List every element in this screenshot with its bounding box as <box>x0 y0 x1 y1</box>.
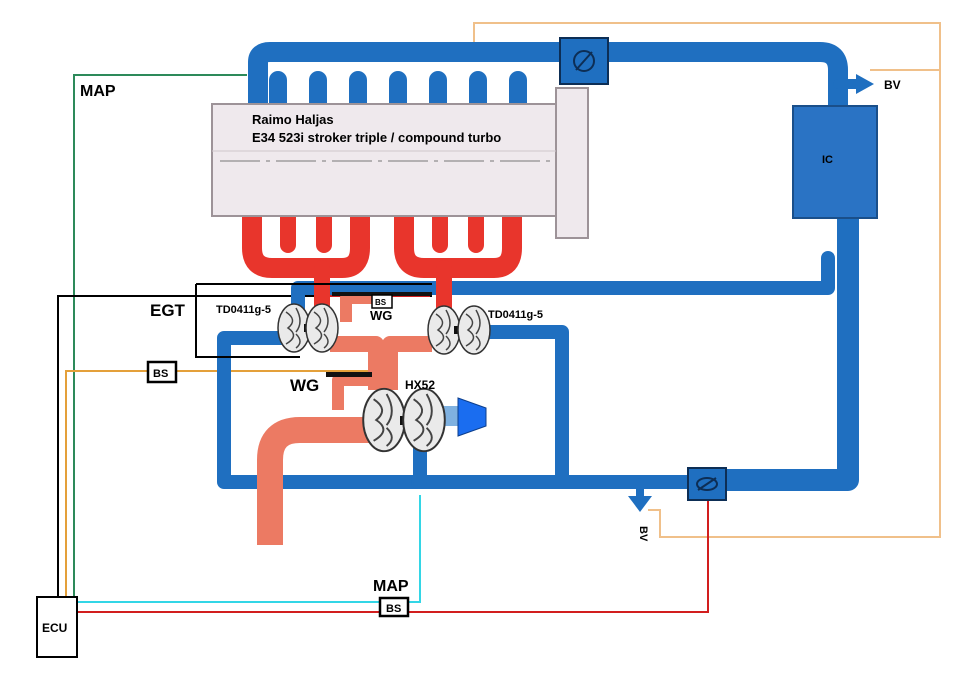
intake-piping <box>217 42 863 500</box>
bypass-valve-box <box>687 467 727 501</box>
turbo-left-turbine <box>305 303 339 353</box>
engine-block: Raimo Haljas E34 523i stroker triple / c… <box>211 87 589 239</box>
exhaust-warm-piping <box>257 292 432 545</box>
bv-bottom-label: BV <box>637 526 649 542</box>
ecu: ECU <box>36 596 78 658</box>
boost-solenoid-bottom-box <box>378 596 410 618</box>
ic-inlet-pipe <box>291 251 835 325</box>
exhaust-manifold-rear <box>394 205 522 278</box>
turbo-main <box>362 387 446 453</box>
throttle-body <box>559 37 609 85</box>
turbo-main-turbine <box>362 387 406 453</box>
ecu-label: ECU <box>42 621 67 635</box>
boost-solenoid-left-box <box>146 360 178 384</box>
wastegate-label-lower: WG <box>290 376 319 395</box>
turbo-right-label: TD0411g-5 <box>488 309 543 321</box>
bv-top-arrow-icon <box>856 74 874 94</box>
boost-solenoid-bottom: BS <box>378 596 410 618</box>
turbo-left <box>277 303 339 353</box>
throttle-plate-icon <box>573 50 595 72</box>
bypass-valve-plate-icon <box>696 477 718 491</box>
bypass-valve-shaft-icon <box>697 477 717 491</box>
lower-wastegate-pipe <box>332 374 372 410</box>
turbo-main-compressor <box>402 387 446 453</box>
signal-lines <box>57 22 941 613</box>
egt-probe-box <box>195 284 300 358</box>
intercooler: IC <box>792 105 878 219</box>
throttle-shaft-icon <box>575 51 593 71</box>
map-line-cyan <box>77 495 421 603</box>
exhaust-runners-rear <box>432 207 484 253</box>
bs-line-orange <box>65 370 372 597</box>
bs-line-red <box>77 497 709 613</box>
intake-runners <box>269 71 527 121</box>
intercooler-label: IC <box>822 154 833 166</box>
turbo-right-compressor <box>457 305 491 355</box>
intake-plenum <box>248 42 848 122</box>
turbo-right <box>427 305 491 355</box>
turbo-main-label: HX52 <box>405 378 435 392</box>
exhaust-manifolds <box>242 205 522 318</box>
exhaust-manifold-front <box>242 205 370 278</box>
boost-solenoid-left: BS <box>146 360 178 384</box>
map-label-bottom: MAP <box>373 578 409 595</box>
bypass-valve-body <box>687 467 727 501</box>
egt-line <box>57 295 432 597</box>
exhaust-merge <box>330 336 384 390</box>
boost-solenoid-bottom-label: BS <box>386 603 401 615</box>
wastegate-lower-bar <box>326 372 372 377</box>
wastegate-upper-bar <box>332 292 432 296</box>
exhaust-merge-right <box>382 336 432 390</box>
exhaust-runners-front <box>280 207 332 253</box>
map-label-top: MAP <box>80 83 116 100</box>
ecu-box <box>36 596 78 658</box>
wastegate-label-upper: WG <box>370 308 392 323</box>
boost-solenoid-small-box <box>371 294 393 309</box>
egt-label: EGT <box>150 301 186 320</box>
boost-solenoid-small: BS <box>371 294 393 309</box>
wastegate-bypass-pipe <box>340 292 378 322</box>
boost-solenoid-left-label: BS <box>153 368 168 380</box>
map-line-green <box>73 74 247 597</box>
intercooler-core <box>792 105 878 219</box>
bv-control-line-bottom <box>648 70 941 538</box>
main-downpipe <box>257 417 378 545</box>
boost-solenoid-small-label: BS <box>375 298 387 307</box>
engine-block-end <box>555 87 589 239</box>
right-compressor-loop <box>473 325 569 485</box>
bv-top-label: BV <box>884 78 901 92</box>
hx52-air-filter <box>457 397 487 437</box>
bv-control-line-top <box>473 22 941 71</box>
title-author: Raimo Haljas <box>252 112 334 127</box>
turbo-left-label: TD0411g-5 <box>216 304 271 316</box>
left-compressor-loop <box>217 331 425 489</box>
title-subtitle: E34 523i stroker triple / compound turbo <box>252 130 501 145</box>
bv-bottom-arrow-icon <box>628 496 652 512</box>
ic-outlet-pipe <box>709 204 859 491</box>
